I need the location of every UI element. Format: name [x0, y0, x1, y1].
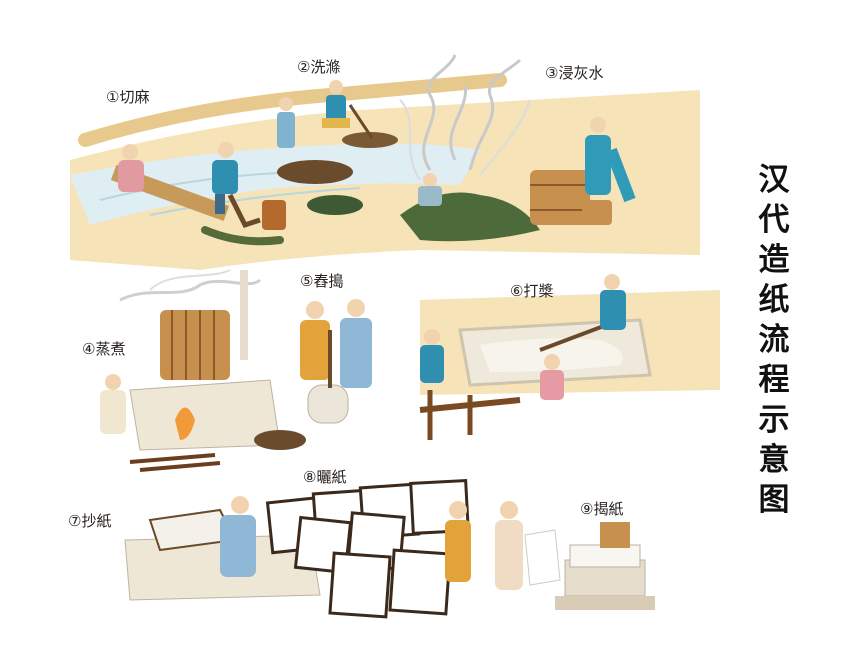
step-label-1: ①切麻 [106, 86, 149, 107]
step-text: 曬紙 [316, 468, 347, 486]
step-number: ④ [82, 340, 96, 358]
step-number: ⑦ [68, 512, 82, 530]
step-label-8: ⑧曬紙 [303, 466, 346, 487]
step-number: ⑨ [580, 500, 594, 518]
title-char: 意 [758, 442, 790, 478]
step-text: 舂搗 [313, 272, 344, 290]
step-number: ② [297, 58, 311, 76]
step-text: 蒸煮 [95, 340, 126, 358]
step5-pounding-figures [300, 299, 372, 424]
step8-drying-screens [265, 478, 471, 619]
step-label-6: ⑥打槳 [510, 280, 553, 301]
step6-beating-pulp-figures [419, 274, 720, 440]
step-label-5: ⑤舂搗 [300, 270, 343, 291]
step-text: 切麻 [119, 88, 150, 106]
title-char: 示 [758, 402, 790, 438]
step-label-7: ⑦抄紙 [68, 510, 111, 531]
step1-cutting-hemp-figures [110, 142, 286, 246]
step-number: ⑥ [510, 282, 524, 300]
step3-lime-soaking-figures [399, 54, 636, 242]
step4-steaming-figures [100, 269, 306, 472]
title-char: 代 [758, 202, 790, 238]
step-label-2: ②洗滌 [297, 56, 340, 77]
diagram-title-vertical: 汉 代 造 纸 流 程 示 意 图 [752, 160, 796, 520]
title-char: 汉 [758, 162, 790, 198]
step-text: 揭紙 [593, 500, 624, 518]
step-text: 洗滌 [310, 58, 341, 76]
title-char: 流 [758, 322, 790, 358]
step-label-9: ⑨揭紙 [580, 498, 623, 519]
title-char: 造 [758, 242, 790, 278]
step-number: ⑤ [300, 272, 314, 290]
step-text: 抄紙 [81, 512, 112, 530]
step-label-3: ③浸灰水 [545, 62, 603, 83]
step-number: ⑧ [303, 468, 317, 486]
title-char: 纸 [758, 282, 790, 318]
step2-washing-figures [277, 80, 398, 215]
step9-peeling-paper-figures [495, 501, 655, 610]
title-char: 图 [758, 482, 790, 518]
step-number: ③ [545, 64, 559, 82]
step-number: ① [106, 88, 120, 106]
step-text: 打槳 [523, 282, 554, 300]
step-text: 浸灰水 [558, 64, 604, 82]
step-label-4: ④蒸煮 [82, 338, 125, 359]
title-char: 程 [758, 362, 790, 398]
